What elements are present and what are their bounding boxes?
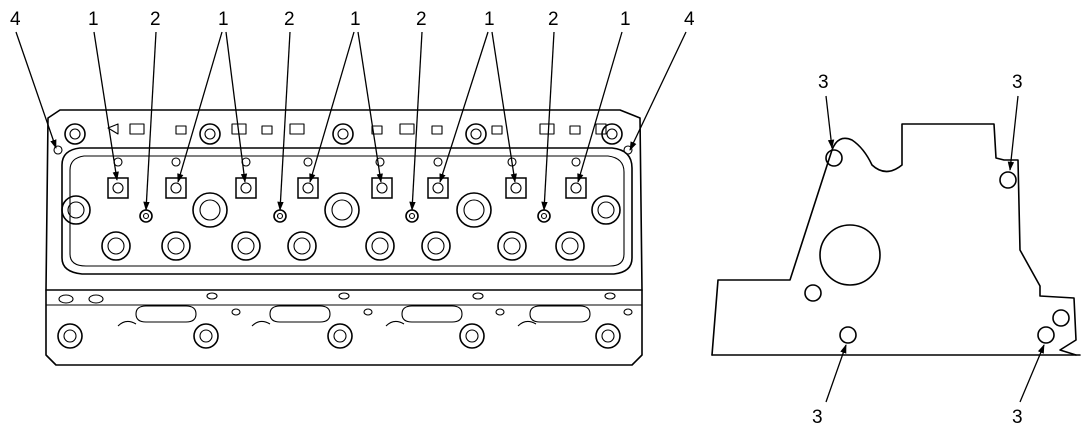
leader-1-c-left: [309, 31, 355, 183]
leader-1-b-left: [177, 31, 223, 183]
callout-2-d: 2: [548, 9, 559, 30]
left-callouts: 4 1 2 1 2 1 2 1 2 1 4: [10, 9, 695, 211]
leader-2-d: [541, 31, 555, 211]
leader-3-bottom-left: [825, 344, 847, 403]
leader-3-top-left: [825, 95, 835, 149]
leader-3-top-right: [1007, 95, 1019, 171]
leader-4-left: [15, 31, 57, 149]
cylinder-head-end-view: [711, 123, 1081, 356]
leader-1-c-right: [357, 31, 383, 183]
leader-1-b-right: [225, 31, 248, 183]
cylinder-head-top-view: [45, 109, 643, 366]
callout-4-left: 4: [10, 9, 21, 30]
callout-2-c: 2: [416, 9, 427, 30]
callout-3-bottom-left: 3: [812, 407, 823, 428]
leader-3-bottom-right: [1019, 344, 1045, 403]
leader-2-b: [277, 31, 291, 211]
callout-1-b: 1: [218, 9, 229, 30]
right-callouts: 3 3 3 3: [812, 72, 1045, 428]
callout-2-a: 2: [150, 9, 161, 30]
callout-3-bottom-right: 3: [1012, 407, 1023, 428]
callout-1-a: 1: [88, 9, 99, 30]
leader-4-right: [629, 31, 687, 151]
leader-1-e: [577, 31, 623, 183]
callout-3-top-left: 3: [818, 72, 829, 93]
leader-1-d-left: [439, 31, 489, 183]
callout-2-b: 2: [284, 9, 295, 30]
callout-1-d: 1: [484, 9, 495, 30]
callout-1-e: 1: [620, 9, 631, 30]
leader-1-d-right: [491, 31, 517, 183]
leader-1-a: [93, 31, 119, 181]
callout-3-top-right: 3: [1012, 72, 1023, 93]
leader-2-a: [143, 31, 157, 211]
callout-4-right: 4: [684, 9, 695, 30]
callout-1-c: 1: [350, 9, 361, 30]
leader-2-c: [409, 31, 423, 211]
